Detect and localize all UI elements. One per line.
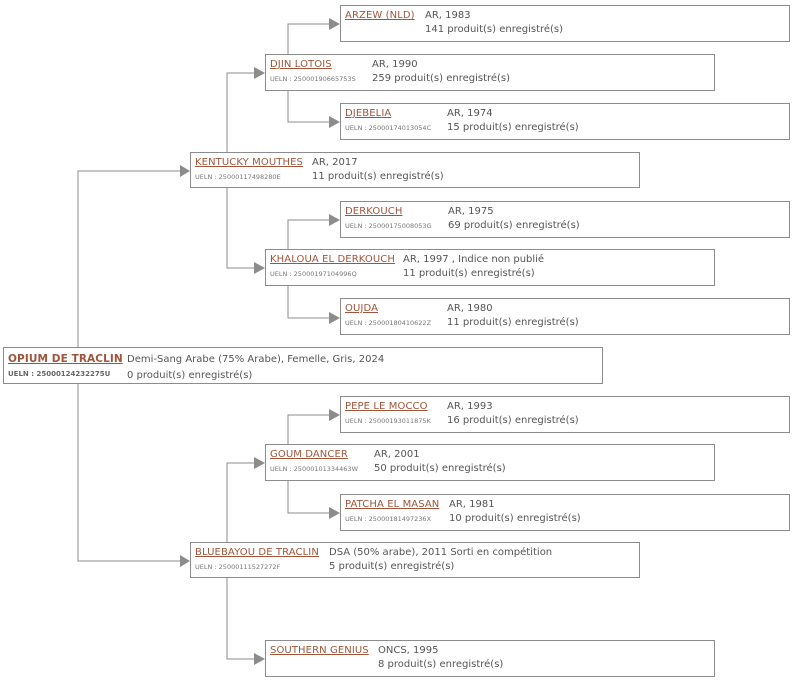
horse-name-link[interactable]: KHALOUA EL DERKOUCH [270, 254, 395, 265]
horse-card-sire-sire-sire: ARZEW (NLD) AR, 1983 141 produit(s) enre… [340, 5, 790, 42]
horse-card-sire-sire: DJIN LOTOIS UELN : 25000190665753S AR, 1… [265, 54, 715, 91]
horse-name-link[interactable]: DJEBELIA [345, 108, 392, 119]
horse-info: AR, 2001 [374, 449, 420, 460]
horse-name-link[interactable]: OPIUM DE TRACLIN [8, 353, 123, 365]
horse-products: 8 produit(s) enregistré(s) [378, 659, 504, 670]
horse-products: 10 produit(s) enregistré(s) [449, 513, 581, 524]
horse-card-dam-sire: GOUM DANCER UELN : 25000101334463W AR, 2… [265, 444, 715, 481]
horse-card-subject: OPIUM DE TRACLIN UELN : 25000124232275U … [3, 347, 603, 384]
horse-ueln: UELN : 25000101334463W [270, 465, 358, 473]
horse-ueln: UELN : 25000174013054C [345, 124, 432, 132]
horse-card-dam-dam: SOUTHERN GENIUS ONCS, 1995 8 produit(s) … [265, 640, 715, 677]
horse-name-link[interactable]: PEPE LE MOCCO [345, 401, 428, 412]
horse-ueln: UELN : 25000197104996Q [270, 270, 357, 278]
horse-name-link[interactable]: GOUM DANCER [270, 449, 348, 460]
horse-ueln: UELN : 25000180410622Z [345, 319, 432, 327]
horse-card-dam-sire-sire: PEPE LE MOCCO UELN : 25000193011875K AR,… [340, 396, 790, 433]
horse-products: 259 produit(s) enregistré(s) [372, 73, 511, 84]
horse-products: 11 produit(s) enregistré(s) [403, 268, 535, 279]
horse-card-sire-dam-dam: OUJDA UELN : 25000180410622Z AR, 1980 11… [340, 298, 790, 335]
horse-ueln: UELN : 25000193011875K [345, 417, 431, 425]
horse-info: AR, 1990 [372, 59, 418, 70]
horse-info: AR, 1981 [449, 499, 495, 510]
horse-products: 11 produit(s) enregistré(s) [312, 171, 444, 182]
horse-info: AR, 1993 [447, 401, 493, 412]
horse-card-sire-sire-dam: DJEBELIA UELN : 25000174013054C AR, 1974… [340, 103, 790, 140]
horse-products: 50 produit(s) enregistré(s) [374, 463, 506, 474]
horse-card-sire-dam: KHALOUA EL DERKOUCH UELN : 2500019710499… [265, 249, 715, 286]
horse-info: AR, 1975 [448, 206, 494, 217]
horse-name-link[interactable]: BLUEBAYOU DE TRACLIN [195, 547, 319, 558]
horse-info: Demi-Sang Arabe (75% Arabe), Femelle, Gr… [127, 354, 385, 365]
horse-name-link[interactable]: DERKOUCH [345, 206, 403, 217]
horse-ueln: UELN : 25000117498280E [195, 173, 281, 181]
horse-info: AR, 1980 [447, 303, 493, 314]
horse-ueln: UELN : 25000181497236X [345, 515, 432, 523]
horse-products: 0 produit(s) enregistré(s) [127, 370, 253, 381]
horse-ueln: UELN : 25000111527272F [195, 563, 281, 571]
horse-ueln: UELN : 25000175008053G [345, 222, 432, 230]
horse-products: 16 produit(s) enregistré(s) [447, 415, 579, 426]
horse-ueln: UELN : 25000124232275U [8, 370, 111, 378]
horse-ueln: UELN : 25000190665753S [270, 75, 356, 83]
horse-name-link[interactable]: OUJDA [345, 303, 379, 314]
horse-name-link[interactable]: SOUTHERN GENIUS [270, 645, 369, 656]
horse-card-dam: BLUEBAYOU DE TRACLIN UELN : 250001115272… [190, 542, 640, 578]
horse-products: 69 produit(s) enregistré(s) [448, 220, 580, 231]
horse-name-link[interactable]: ARZEW (NLD) [345, 10, 415, 21]
horse-name-link[interactable]: KENTUCKY MOUTHES [195, 157, 303, 168]
horse-products: 5 produit(s) enregistré(s) [329, 561, 455, 572]
horse-info: AR, 1983 [425, 10, 471, 21]
horse-info: AR, 1997 , Indice non publié [403, 254, 545, 265]
horse-info: AR, 2017 [312, 157, 358, 168]
horse-products: 11 produit(s) enregistré(s) [447, 317, 579, 328]
horse-products: 15 produit(s) enregistré(s) [447, 122, 579, 133]
horse-card-dam-sire-dam: PATCHA EL MASAN UELN : 25000181497236X A… [340, 494, 790, 531]
horse-info: AR, 1974 [447, 108, 493, 119]
horse-name-link[interactable]: DJIN LOTOIS [270, 59, 332, 70]
horse-info: DSA (50% arabe), 2011 Sorti en compétiti… [329, 547, 553, 558]
horse-products: 141 produit(s) enregistré(s) [425, 24, 564, 35]
horse-card-sire-dam-sire: DERKOUCH UELN : 25000175008053G AR, 1975… [340, 201, 790, 238]
horse-info: ONCS, 1995 [378, 645, 439, 656]
horse-name-link[interactable]: PATCHA EL MASAN [345, 499, 440, 510]
horse-card-sire: KENTUCKY MOUTHES UELN : 25000117498280E … [190, 152, 640, 188]
